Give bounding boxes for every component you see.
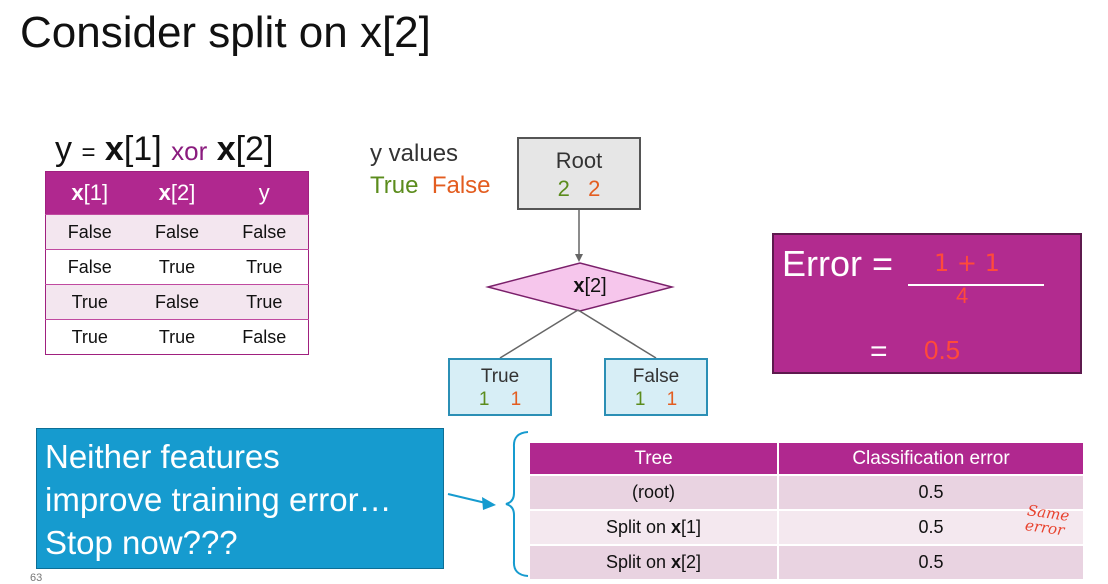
table-row: False True True: [45, 249, 309, 285]
truth-table-header: x[1] x[2] y: [45, 171, 309, 215]
error-label: Error =: [782, 243, 894, 284]
header-var: y: [258, 180, 270, 205]
tree-var: x: [671, 517, 682, 537]
table-cell: False: [45, 214, 134, 250]
leaf-true-node: True 1 1: [448, 358, 552, 416]
table-cell: True: [45, 284, 134, 320]
error-box: Error = 1 + 1 4 = 0.5: [772, 233, 1082, 374]
leaf-false-node: False 1 1: [604, 358, 708, 416]
table-row: Split on x[1] 0.5: [530, 509, 1083, 545]
root-false-count: 2: [588, 176, 601, 201]
leaf-counts: 1 1: [450, 389, 550, 411]
title-index: [2]: [381, 8, 431, 57]
table-row: True False True: [45, 284, 309, 320]
leaf-true-count: 1: [478, 389, 490, 410]
title-var: x: [359, 8, 382, 57]
root-arrowhead: [575, 254, 583, 262]
tree-text: Split on: [605, 517, 671, 537]
table-row: Split on x[2] 0.5: [530, 544, 1083, 579]
error-cell: 0.5: [778, 474, 1083, 510]
leaf-counts: 1 1: [606, 389, 706, 411]
error-value: 0.5: [924, 335, 961, 365]
error-cell: 0.5: [778, 544, 1083, 579]
table-cell: False: [220, 319, 309, 355]
table-cell: True: [45, 319, 134, 355]
root-counts: 2 2: [519, 176, 639, 202]
results-table: Tree Classification error (root) 0.5 Spl…: [530, 443, 1083, 579]
leaf-label: False: [632, 366, 680, 387]
header-var: x: [71, 180, 84, 205]
formula-x1: x: [104, 130, 124, 168]
split-diamond: [485, 262, 675, 312]
split-var: x: [573, 275, 585, 297]
table-cell: False: [133, 284, 221, 320]
truth-table: x[1] x[2] y False False False False True…: [45, 171, 309, 355]
error-cell: 0.5: [778, 509, 1083, 545]
table-cell: True: [220, 284, 309, 320]
leaf-false-count: 1: [666, 389, 678, 410]
leaf-label: True: [480, 366, 520, 387]
tree-cell: Split on x[1]: [530, 509, 779, 545]
leaf-true-count: 1: [634, 389, 646, 410]
fraction-line: [908, 284, 1044, 286]
formula-x1-idx: [1]: [123, 130, 162, 168]
formula-y: y: [55, 130, 72, 168]
tree-cell: Split on x[2]: [530, 544, 779, 579]
legend-true: True: [370, 172, 419, 199]
results-header-tree: Tree: [530, 443, 779, 475]
formula-xor: xor: [171, 136, 208, 166]
formula-x2: x: [216, 130, 236, 168]
slide-title: Consider split on x[2]: [20, 8, 431, 58]
table-row: False False False: [45, 214, 309, 250]
table-row: (root) 0.5: [530, 474, 1083, 510]
header-idx: [2]: [170, 180, 196, 205]
split-idx: [2]: [584, 275, 607, 297]
truth-header-y: y: [220, 171, 309, 215]
header-idx: [1]: [83, 180, 109, 205]
callout-line: Neither features: [45, 438, 280, 475]
callout-box: Neither features improve training error……: [36, 428, 444, 569]
table-cell: True: [133, 319, 221, 355]
table-cell: False: [45, 249, 134, 285]
table-row: True True False: [45, 319, 309, 355]
legend: True False: [370, 172, 491, 200]
callout-line: improve training error…: [45, 481, 392, 518]
callout-arrowhead: [482, 497, 496, 510]
handwritten-annotation: Same error: [1024, 501, 1071, 539]
tree-cell: (root): [530, 474, 779, 510]
table-cell: False: [133, 214, 221, 250]
error-numerator: 1 + 1: [934, 249, 1000, 277]
table-bracket: [505, 431, 529, 577]
tree-idx: [2]: [681, 552, 702, 572]
tree-text: (root): [631, 482, 675, 502]
table-cell: True: [133, 249, 221, 285]
error-denominator: 4: [956, 283, 969, 308]
xor-formula: y = x[1] xor x[2]: [55, 130, 273, 169]
error-equals: =: [870, 335, 888, 368]
page-number: 63: [30, 572, 43, 584]
table-cell: False: [220, 214, 309, 250]
callout-line: Stop now???: [45, 524, 238, 561]
title-prefix: Consider split on: [20, 8, 360, 57]
tree-idx: [1]: [681, 517, 702, 537]
root-true-count: 2: [557, 176, 570, 201]
true-branch-line: [499, 309, 579, 359]
header-var: x: [158, 180, 171, 205]
root-label: Root: [555, 148, 603, 173]
legend-title: y values: [370, 140, 459, 167]
results-header: Tree Classification error: [530, 443, 1083, 475]
truth-header-x1: x[1]: [45, 171, 134, 215]
false-branch-line: [577, 309, 657, 359]
root-node: Root 2 2: [517, 137, 641, 210]
truth-header-x2: x[2]: [133, 171, 221, 215]
table-cell: True: [220, 249, 309, 285]
tree-text: Split on: [605, 552, 671, 572]
formula-eq: =: [81, 139, 96, 166]
tree-var: x: [671, 552, 682, 572]
leaf-false-count: 1: [510, 389, 522, 410]
legend-false: False: [431, 172, 491, 199]
results-header-error: Classification error: [778, 443, 1083, 475]
split-label: x[2]: [540, 275, 640, 298]
formula-x2-idx: [2]: [235, 130, 274, 168]
